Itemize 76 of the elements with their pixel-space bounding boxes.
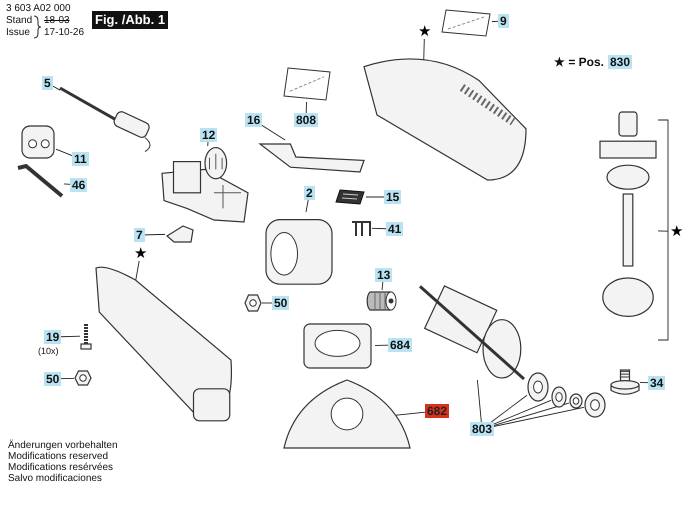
switch-button-drawing <box>334 188 366 206</box>
leader-line <box>382 282 384 290</box>
ball-bearing-drawing <box>584 392 606 418</box>
clip-drawing <box>350 218 372 238</box>
leader-line <box>135 260 140 282</box>
leader-line <box>494 406 584 427</box>
date-text: 18-03 <box>44 15 70 26</box>
nut-drawing <box>244 294 262 312</box>
leader-line <box>144 234 166 236</box>
leader-line <box>366 196 384 198</box>
legend-text: ★ = Pos. <box>554 55 604 69</box>
note-text: Modifications reserved <box>8 451 108 462</box>
callout-number: 7 <box>134 228 145 242</box>
field-label: Stand <box>6 15 32 26</box>
callout-number: 682 <box>425 404 450 418</box>
leader-line <box>374 344 388 346</box>
leader-line <box>423 38 425 60</box>
fan-ring-drawing <box>527 372 549 402</box>
callout-number: 11 <box>72 152 89 166</box>
clamp-drawing <box>20 124 56 160</box>
callout-number: 19 <box>44 330 62 344</box>
callout-number: 46 <box>70 178 88 192</box>
date-text: 17-10-26 <box>44 27 84 38</box>
leader-line <box>262 124 286 140</box>
callout-number: 15 <box>384 190 402 204</box>
callout-number: 808 <box>294 113 318 127</box>
callout-number: 684 <box>388 338 412 352</box>
callout-number: 16 <box>245 113 262 127</box>
callout-number: 13 <box>375 268 392 282</box>
field-label: Issue <box>6 27 30 38</box>
callout-number: 34 <box>648 376 666 390</box>
callout-number: 12 <box>200 128 218 142</box>
callout-number: 9 <box>498 14 509 28</box>
callout-number: 41 <box>386 222 404 236</box>
note-text: Änderungen vorbehalten <box>8 440 118 451</box>
leader-line <box>262 302 272 304</box>
leader-line <box>60 378 74 380</box>
leader-line <box>476 380 482 422</box>
figure-tag: Fig. /Abb. 1 <box>92 11 168 29</box>
screw-drawing <box>80 322 92 350</box>
leader-line <box>640 382 648 384</box>
leader-line <box>372 228 386 230</box>
leader-line <box>64 183 70 185</box>
callout-number: 5 <box>42 76 53 90</box>
callout-number: 2 <box>304 186 315 200</box>
washer-drawing <box>551 386 567 408</box>
star-mark: ★ <box>416 24 433 39</box>
switch-drawing <box>160 146 250 224</box>
spindle-foot-drawing <box>610 368 640 396</box>
leader-line <box>52 86 60 91</box>
callout-number: 50 <box>44 372 62 386</box>
star-mark: ★ <box>668 224 685 239</box>
doc-number: 3 603 A02 000 <box>6 3 71 14</box>
leader-line <box>658 230 668 232</box>
leader-line <box>490 394 528 422</box>
star-mark: ★ <box>132 246 149 261</box>
callout-number: 50 <box>272 296 290 310</box>
callout-number: 830 <box>608 55 632 69</box>
callout-number: 803 <box>470 422 494 436</box>
nut-drawing <box>74 370 92 386</box>
leader-line <box>494 402 570 426</box>
leader-line <box>494 400 552 424</box>
bearing-drawing <box>364 290 398 312</box>
note-text: Modifications resérvées <box>8 462 114 473</box>
sanding-pad-drawing <box>282 378 412 450</box>
leader-line <box>56 148 72 156</box>
quantity-note: (10x) <box>38 346 59 357</box>
rating-plate-drawing <box>440 8 492 38</box>
leader-line <box>492 20 498 22</box>
note-text: Salvo modificaciones <box>8 473 102 484</box>
leader-line <box>306 102 307 114</box>
leader-line <box>60 336 80 338</box>
leader-line <box>306 200 309 212</box>
washer-drawing <box>569 393 583 409</box>
leader-line <box>207 142 208 146</box>
label-plate-drawing <box>282 66 332 102</box>
